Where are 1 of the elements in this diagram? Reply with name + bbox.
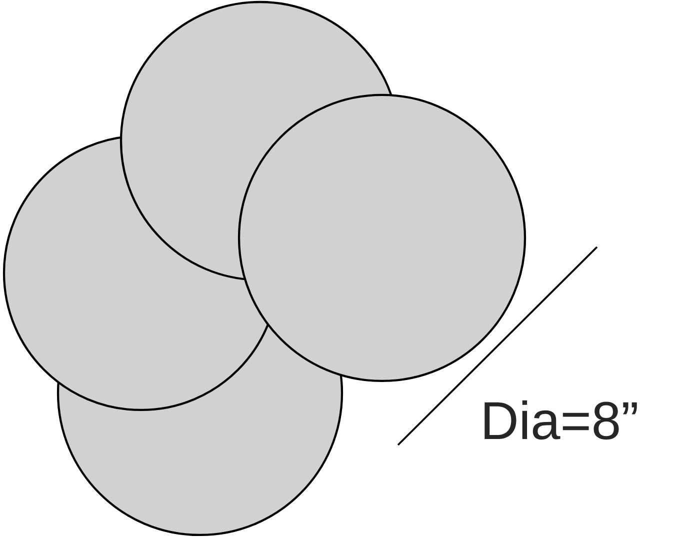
dimension-label: Dia=8” [484,400,637,440]
